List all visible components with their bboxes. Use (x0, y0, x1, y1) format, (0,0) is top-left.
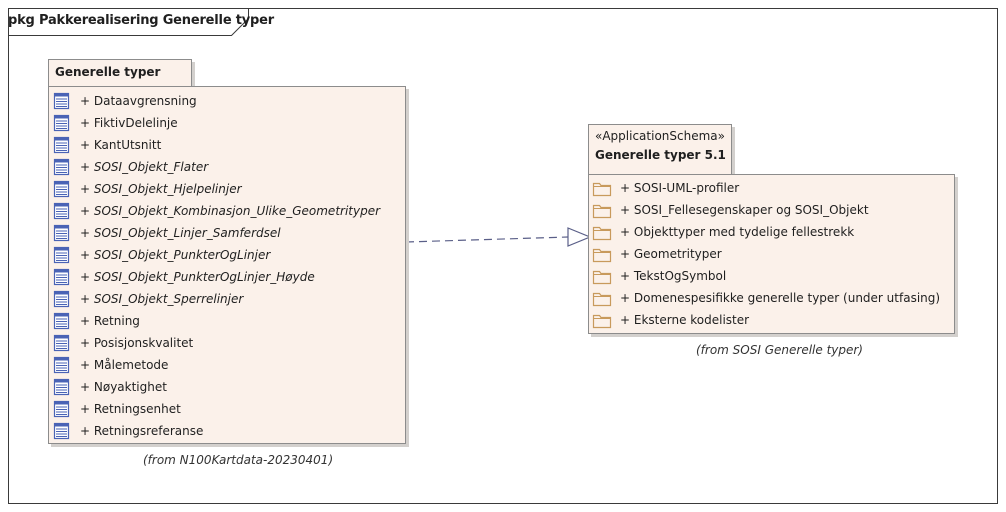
left-package-item-label: + Posisjonskvalitet (80, 336, 194, 350)
folder-icon (592, 267, 620, 285)
left-package-item-label: + Retning (80, 314, 140, 328)
left-package-item-label: + SOSI_Objekt_PunkterOgLinjer (80, 248, 271, 262)
left-package-item[interactable]: + SOSI_Objekt_Linjer_Samferdsel (52, 222, 281, 244)
left-package-item[interactable]: + SOSI_Objekt_Kombinasjon_Ulike_Geometri… (52, 200, 380, 222)
left-package-item[interactable]: + SOSI_Objekt_PunkterOgLinjer_Høyde (52, 266, 315, 288)
diagram-frame (8, 8, 998, 504)
right-package-item[interactable]: + Domenespesifikke generelle typer (unde… (592, 287, 940, 309)
diagram-icon (52, 378, 80, 396)
left-package-item-label: + SOSI_Objekt_PunkterOgLinjer_Høyde (80, 270, 315, 284)
left-package-item[interactable]: + FiktivDelelinje (52, 112, 178, 134)
left-package-origin: (from N100Kartdata-20230401) (143, 453, 334, 467)
left-package-item[interactable]: + SOSI_Objekt_Sperrelinjer (52, 288, 243, 310)
right-package-item-label: + Geometrityper (620, 247, 722, 261)
left-package-name: Generelle typer (55, 65, 161, 79)
left-package-item-label: + KantUtsnitt (80, 138, 162, 152)
left-package-item-label: + Dataavgrensning (80, 94, 197, 108)
folder-icon (592, 223, 620, 241)
diagram-icon (52, 136, 80, 154)
left-package-item-label: + Retningsreferanse (80, 424, 204, 438)
diagram-icon (52, 334, 80, 352)
diagram-icon (52, 246, 80, 264)
right-package-name: Generelle typer 5.1 (595, 148, 726, 162)
diagram-icon (52, 290, 80, 308)
left-package-item-label: + FiktivDelelinje (80, 116, 178, 130)
diagram-icon (52, 356, 80, 374)
diagram-icon (52, 114, 80, 132)
diagram-icon (52, 312, 80, 330)
left-package-item[interactable]: + Målemetode (52, 354, 168, 376)
right-package-item[interactable]: + TekstOgSymbol (592, 265, 726, 287)
right-package-item-label: + Objekttyper med tydelige fellestrekk (620, 225, 855, 239)
left-package-item[interactable]: + KantUtsnitt (52, 134, 161, 156)
left-package-item[interactable]: + SOSI_Objekt_Flater (52, 156, 208, 178)
diagram-icon (52, 422, 80, 440)
right-package-stereotype: «ApplicationSchema» (595, 129, 725, 143)
right-package-origin: (from SOSI Generelle typer) (696, 343, 863, 357)
diagram-icon (52, 180, 80, 198)
left-package-item-label: + SOSI_Objekt_Hjelpelinjer (80, 182, 242, 196)
frame-title: pkg Pakkerealisering Generelle typer (8, 13, 274, 28)
left-package-item-label: + SOSI_Objekt_Linjer_Samferdsel (80, 226, 281, 240)
left-package-item-label: + Nøyaktighet (80, 380, 167, 394)
diagram-icon (52, 268, 80, 286)
left-package-item-label: + SOSI_Objekt_Sperrelinjer (80, 292, 244, 306)
right-package-item[interactable]: + SOSI_Fellesegenskaper og SOSI_Objekt (592, 199, 869, 221)
folder-icon (592, 201, 620, 219)
right-package-item-label: + Eksterne kodelister (620, 313, 750, 327)
folder-icon (592, 289, 620, 307)
right-package-item[interactable]: + Objekttyper med tydelige fellestrekk (592, 221, 854, 243)
diagram-icon (52, 224, 80, 242)
realization-arrowhead (567, 227, 592, 247)
left-package-item[interactable]: + SOSI_Objekt_PunkterOgLinjer (52, 244, 270, 266)
diagram-icon (52, 400, 80, 418)
right-package-item-label: + Domenespesifikke generelle typer (unde… (620, 291, 941, 305)
left-package-item[interactable]: + Retningsenhet (52, 398, 181, 420)
left-package-item[interactable]: + Posisjonskvalitet (52, 332, 193, 354)
folder-icon (592, 311, 620, 329)
left-package-item-label: + Retningsenhet (80, 402, 181, 416)
right-package-item-label: + TekstOgSymbol (620, 269, 727, 283)
left-package-item[interactable]: + Nøyaktighet (52, 376, 167, 398)
left-package-item-label: + SOSI_Objekt_Kombinasjon_Ulike_Geometri… (80, 204, 381, 218)
left-package-tab[interactable] (48, 59, 192, 87)
right-package-item[interactable]: + Geometrityper (592, 243, 722, 265)
right-package-tab[interactable] (588, 124, 732, 175)
right-package-body[interactable] (588, 174, 955, 334)
right-package-item-label: + SOSI-UML-profiler (620, 181, 740, 195)
folder-icon (592, 179, 620, 197)
left-package-body[interactable] (48, 86, 406, 444)
right-package-item-label: + SOSI_Fellesegenskaper og SOSI_Objekt (620, 203, 869, 217)
right-package-item[interactable]: + Eksterne kodelister (592, 309, 749, 331)
left-package-item[interactable]: + Dataavgrensning (52, 90, 197, 112)
left-package-item-label: + Målemetode (80, 358, 169, 372)
diagram-icon (52, 158, 80, 176)
right-package-item[interactable]: + SOSI-UML-profiler (592, 177, 739, 199)
left-package-item-label: + SOSI_Objekt_Flater (80, 160, 209, 174)
left-package-item[interactable]: + SOSI_Objekt_Hjelpelinjer (52, 178, 242, 200)
folder-icon (592, 245, 620, 263)
left-package-item[interactable]: + Retning (52, 310, 140, 332)
left-package-item[interactable]: + Retningsreferanse (52, 420, 203, 442)
diagram-icon (52, 92, 80, 110)
diagram-icon (52, 202, 80, 220)
